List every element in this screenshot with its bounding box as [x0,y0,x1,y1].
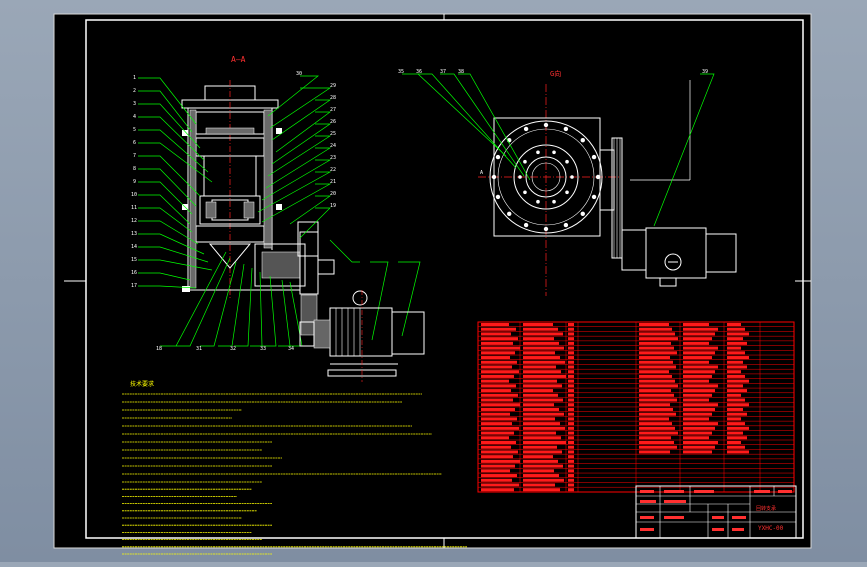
svg-text:34: 34 [288,346,294,352]
motor-view[interactable] [299,290,425,382]
svg-text:35: 35 [398,69,404,75]
svg-text:32: 32 [230,346,236,352]
svg-text:25: 25 [330,131,336,137]
svg-text:12: 12 [131,218,137,224]
svg-text:2: 2 [133,88,136,94]
svg-text:31: 31 [196,346,202,352]
svg-text:24: 24 [330,143,336,149]
notes-heading: 技术要求 [130,380,154,388]
svg-text:39: 39 [702,69,708,75]
svg-text:26: 26 [330,119,336,125]
technical-notes: 技术要求 [122,380,467,555]
title-block[interactable]: 回转支承 YXHC-00 [635,485,797,539]
svg-text:38: 38 [458,69,464,75]
svg-text:11: 11 [131,205,137,211]
svg-text:19: 19 [330,203,336,209]
svg-text:3: 3 [133,101,136,107]
svg-text:9: 9 [133,179,136,185]
svg-text:30: 30 [296,71,302,77]
svg-text:8: 8 [133,166,136,172]
svg-text:23: 23 [330,155,336,161]
svg-text:A: A [480,170,483,176]
svg-text:27: 27 [330,107,336,113]
svg-text:20: 20 [330,191,336,197]
svg-text:29: 29 [330,83,336,89]
svg-text:22: 22 [330,167,336,173]
svg-text:5: 5 [133,127,136,133]
drawing-sheet [53,13,812,549]
title-block-note: 回转支承 [756,505,776,512]
svg-text:14: 14 [131,244,137,250]
svg-text:28: 28 [330,95,336,101]
frame-ticks [64,14,811,548]
svg-text:10: 10 [131,192,137,198]
svg-text:36: 36 [416,69,422,75]
svg-text:17: 17 [131,283,137,289]
svg-text:6: 6 [133,140,136,146]
section-view-a-a[interactable]: A—A [131,55,421,352]
parts-list-table[interactable] [477,321,795,493]
svg-text:15: 15 [131,257,137,263]
svg-text:4: 4 [133,114,136,120]
svg-text:37: 37 [440,69,446,75]
svg-text:33: 33 [260,346,266,352]
svg-text:13: 13 [131,231,137,237]
svg-text:16: 16 [131,270,137,276]
svg-text:21: 21 [330,179,336,185]
view-g[interactable]: G向 35 36 37 [398,69,737,296]
svg-text:7: 7 [133,153,136,159]
svg-text:1: 1 [133,75,136,81]
drawing-number: YXHC-00 [758,525,784,532]
view-label: G向 [550,69,561,78]
svg-text:18: 18 [156,346,162,352]
section-label: A—A [231,55,246,64]
